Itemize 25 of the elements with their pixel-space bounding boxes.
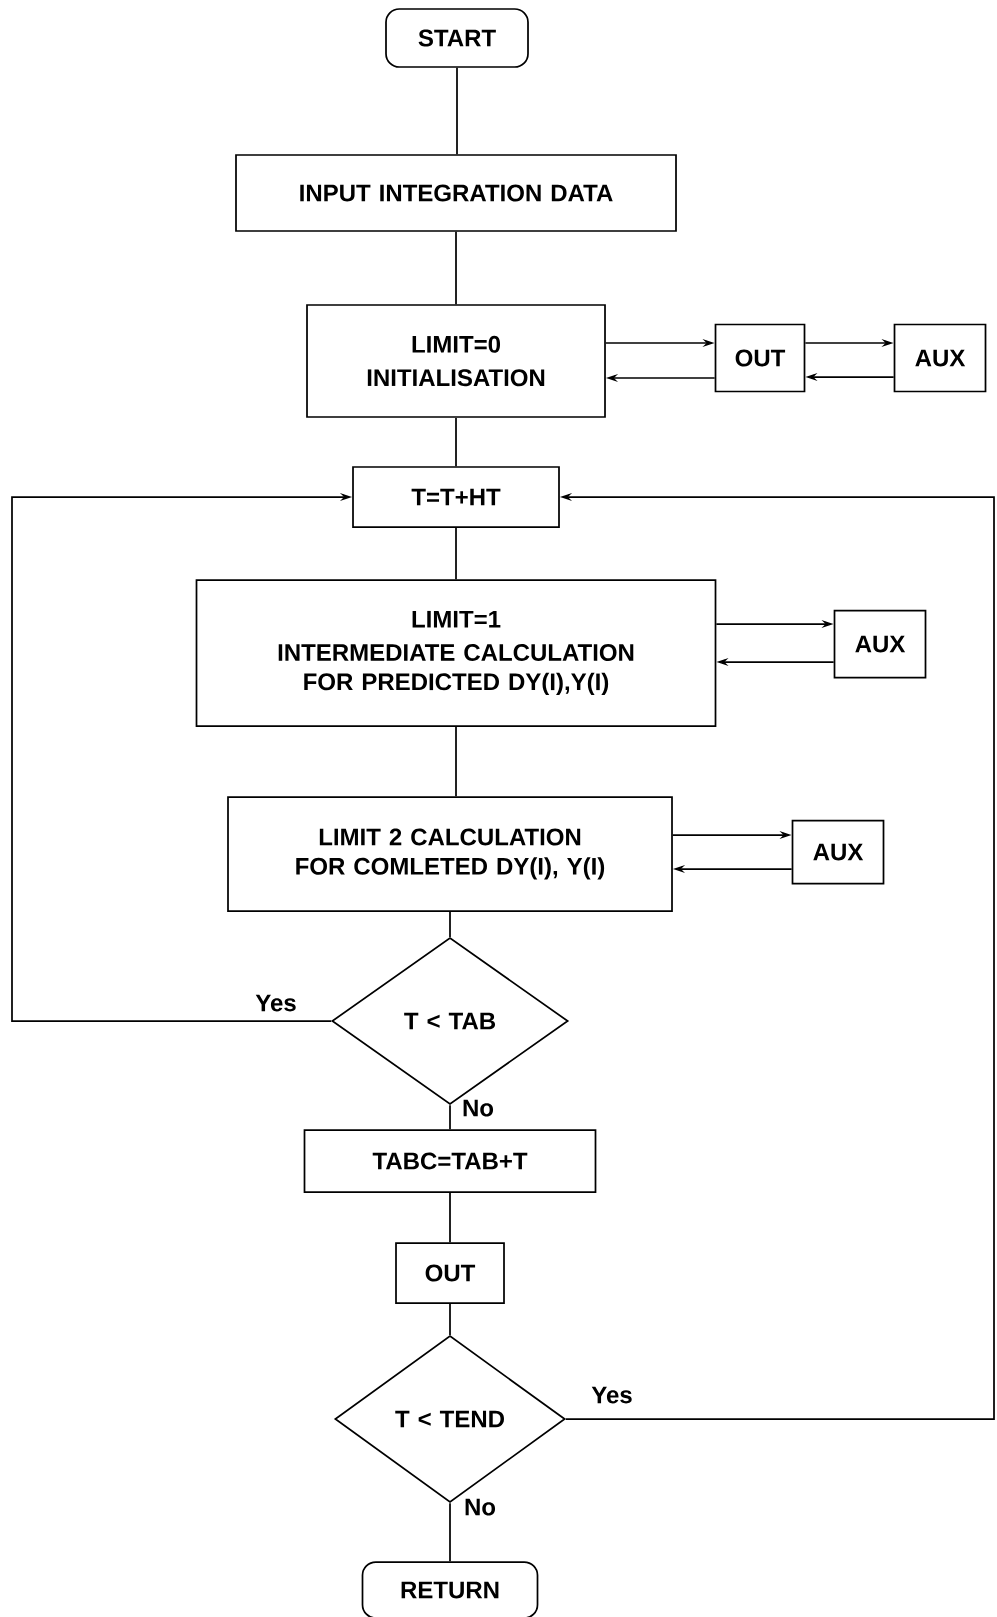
- edge-label: Yes: [591, 1386, 632, 1404]
- connector-line: [455, 726, 457, 797]
- connector-line: [455, 231, 457, 305]
- connector-line: [449, 1104, 451, 1130]
- connector-line: [449, 911, 451, 938]
- connector-line: [449, 1303, 451, 1336]
- process-box: INPUT INTEGRATION DATA: [235, 154, 677, 232]
- edge-label: Yes: [255, 994, 296, 1012]
- process-box: AUX: [893, 323, 987, 393]
- process-box: LIMIT=1 INTERMEDIATE CALCULATION FOR PREDICTED DY(I),Y(I): [195, 579, 717, 727]
- connector-line: [455, 417, 457, 467]
- process-box: OUT: [714, 323, 806, 393]
- process-box: TABC=TAB+T: [303, 1129, 597, 1193]
- process-box: AUX: [833, 609, 927, 679]
- terminal-box: START: [385, 8, 529, 68]
- connector-line: [449, 1502, 451, 1562]
- terminal-box: RETURN: [361, 1561, 539, 1617]
- process-box: LIMIT=0 INITIALISATION: [306, 304, 606, 418]
- process-box: OUT: [395, 1242, 505, 1304]
- process-box: T=T+HT: [352, 466, 560, 528]
- process-box: AUX: [791, 819, 885, 885]
- connector-line: [449, 1192, 451, 1243]
- process-box: LIMIT 2 CALCULATION FOR COMLETED DY(I), Y(I): [227, 796, 673, 912]
- connector-line: [456, 67, 458, 155]
- connector-line: [455, 527, 457, 580]
